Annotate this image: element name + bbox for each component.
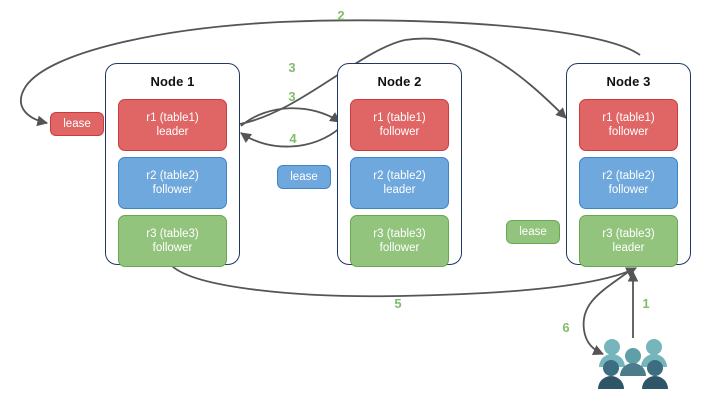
replica-name: r1 (table1) <box>373 112 426 124</box>
edge-3b-path <box>240 107 341 127</box>
replica-name: r3 (table3) <box>602 228 655 240</box>
replica-node1-r1: r1 (table1) leader <box>118 99 227 151</box>
replica-node3-r2: r2 (table2) follower <box>579 157 678 209</box>
replica-role: follower <box>152 184 193 196</box>
edge-label-3b: 3 <box>288 89 296 104</box>
replica-node3-r1: r1 (table1) follower <box>579 99 678 151</box>
lease-box-table2: lease <box>277 165 331 189</box>
node-box-node3: Node 3 r1 (table1) follower r2 (table2) … <box>566 63 691 267</box>
edge-label-3a: 3 <box>288 60 296 75</box>
replica-node1-r2: r2 (table2) follower <box>118 157 227 209</box>
replica-name: r2 (table2) <box>373 170 426 182</box>
replica-node1-r3: r3 (table3) follower <box>118 215 227 267</box>
replica-name: r2 (table2) <box>146 170 199 182</box>
replica-role: follower <box>608 126 649 138</box>
replica-name: r3 (table3) <box>146 228 199 240</box>
replica-node2-r1: r1 (table1) follower <box>350 99 449 151</box>
lease-box-table1: lease <box>50 112 104 136</box>
edge-5-path <box>171 265 637 298</box>
replica-name: r2 (table2) <box>602 170 655 182</box>
lease-label: lease <box>519 226 547 238</box>
node-box-node2: Node 2 r1 (table1) follower r2 (table2) … <box>337 63 462 267</box>
replica-node2-r3: r3 (table3) follower <box>350 215 449 267</box>
replica-node2-r2: r2 (table2) leader <box>350 157 449 209</box>
edge-label-4: 4 <box>289 131 297 146</box>
edge-label-6: 6 <box>562 320 570 335</box>
edge-label-2: 2 <box>337 8 345 23</box>
replica-name: r1 (table1) <box>146 112 199 124</box>
node-title-node3: Node 3 <box>606 74 651 89</box>
node-title-node2: Node 2 <box>377 74 422 89</box>
replica-role: leader <box>156 126 189 138</box>
replica-role: follower <box>379 126 420 138</box>
edge-label-5: 5 <box>394 296 402 311</box>
replica-role: follower <box>152 242 193 254</box>
replica-role: leader <box>612 242 645 254</box>
lease-box-table3: lease <box>506 220 560 244</box>
replica-role: follower <box>608 184 649 196</box>
users-icon <box>596 337 670 393</box>
lease-label: lease <box>63 118 91 130</box>
node-title-node1: Node 1 <box>150 74 195 89</box>
replica-role: follower <box>379 242 420 254</box>
lease-label: lease <box>290 171 318 183</box>
node-box-node1: Node 1 r1 (table1) leader r2 (table2) fo… <box>105 63 240 267</box>
edge-label-1: 1 <box>642 296 650 311</box>
replica-role: leader <box>383 184 416 196</box>
replica-node3-r3: r3 (table3) leader <box>579 215 678 267</box>
replica-name: r3 (table3) <box>373 228 426 240</box>
replica-name: r1 (table1) <box>602 112 655 124</box>
